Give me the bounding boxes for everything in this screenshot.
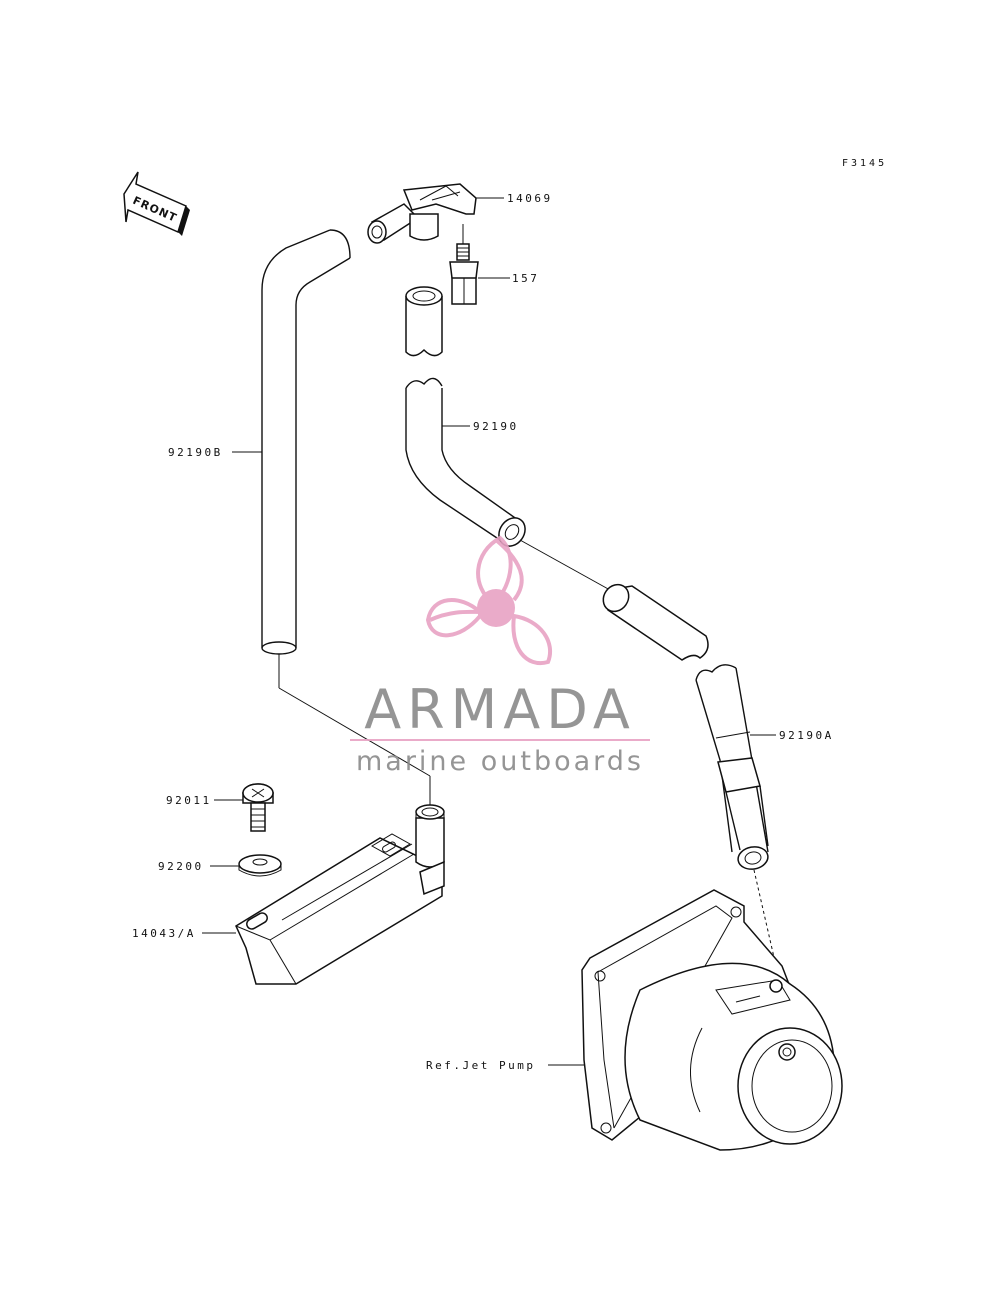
label-92190: 92190: [473, 420, 519, 433]
bolt-92011: [242, 783, 274, 832]
hose-92190a: [695, 664, 777, 967]
label-jet-pump: Ref.Jet Pump: [426, 1059, 535, 1072]
propeller-logo-icon: [425, 535, 552, 666]
label-14043a: 14043/A: [132, 927, 196, 940]
watermark-subtitle: marine outboards: [356, 746, 644, 777]
armada-watermark: ARMADA marine outboards: [350, 535, 650, 777]
label-92200: 92200: [158, 860, 204, 873]
label-157: 157: [512, 272, 539, 285]
hose-middle-segment: [602, 583, 709, 661]
fitting-157: [449, 224, 479, 305]
label-14069: 14069: [507, 192, 553, 205]
label-92190b: 92190B: [168, 446, 223, 459]
elbow-fitting-14069: [367, 183, 477, 244]
jet-pump: [581, 889, 843, 1151]
label-92190a: 92190A: [779, 729, 834, 742]
label-92011: 92011: [166, 794, 212, 807]
hose-short-piece: [405, 286, 443, 357]
front-arrow-icon: FRONT: [123, 171, 190, 236]
hose-92190: [405, 377, 526, 547]
watermark-title: ARMADA: [364, 678, 636, 741]
connector-line-1: [519, 539, 611, 591]
hose-92190b: [261, 229, 351, 655]
bilge-filter-14043a: [235, 804, 445, 985]
connector-line-3: [278, 687, 431, 777]
washer-92200: [238, 854, 282, 877]
figure-code: F3145: [842, 158, 887, 169]
